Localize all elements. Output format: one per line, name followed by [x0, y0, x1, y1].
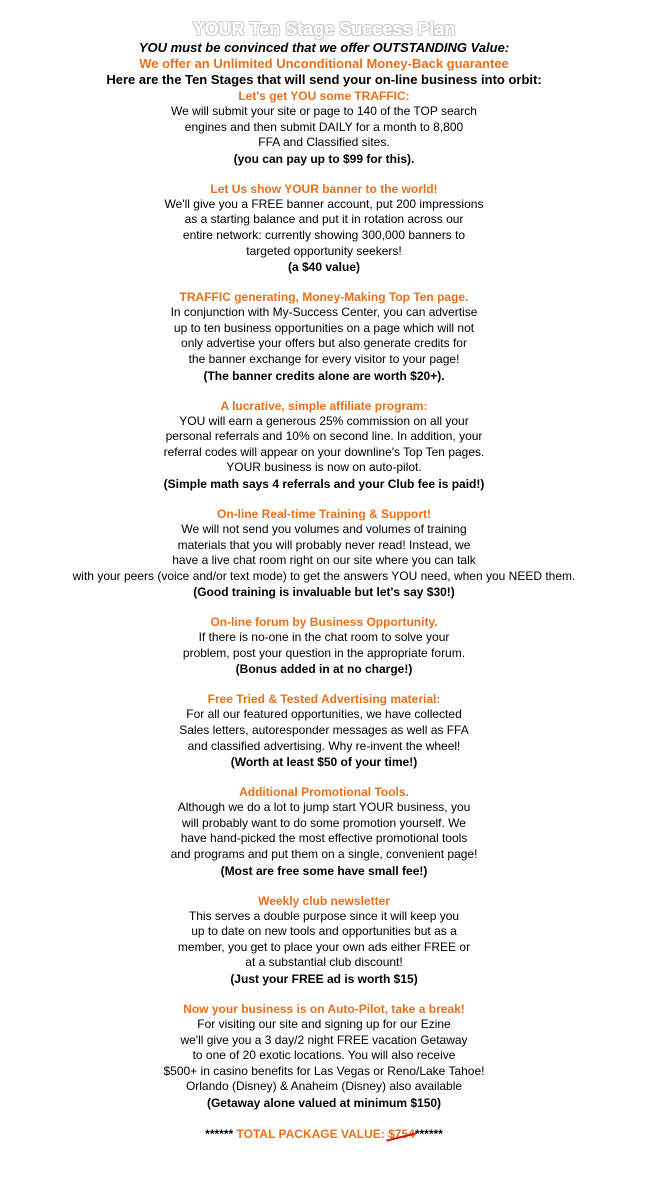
section-value: (Most are free some have small fee!): [220, 863, 428, 878]
section-line: with your peers (voice and/or text mode)…: [72, 568, 576, 583]
section-line: to one of 20 exotic locations. You will …: [192, 1048, 456, 1063]
section-line: For visiting our site and signing up for…: [197, 1017, 451, 1031]
section-line: the banner exchange for every visitor to…: [188, 351, 460, 366]
section-value: (Good training is invaluable but let's s…: [193, 585, 455, 600]
intro-line-3: Here are the Ten Stages that will send y…: [106, 72, 542, 87]
section-line: This serves a double purpose since it wi…: [188, 908, 460, 923]
section-line: $500+ in casino benefits for Las Vegas o…: [163, 1063, 485, 1078]
section-title: Additional Promotional Tools.: [239, 785, 409, 800]
section-value: (you can pay up to $99 for this).: [233, 151, 415, 166]
total-package-value: ****** TOTAL PACKAGE VALUE: $754******: [0, 1125, 648, 1143]
total-stars-left: ******: [205, 1126, 234, 1141]
section-line: will probably want to do some promotion …: [182, 815, 466, 830]
section-line: only advertise your offers but also gene…: [181, 336, 467, 351]
section-line: we'll give you a 3 day/2 night FREE vaca…: [180, 1032, 468, 1047]
section-newsletter: Weekly club newsletter This serves a dou…: [0, 893, 648, 987]
section-line: Although we do a lot to jump start YOUR …: [177, 800, 471, 815]
intro-line-2: We offer an Unlimited Unconditional Mone…: [139, 56, 509, 71]
page-title: YOUR Ten Stage Success Plan: [192, 19, 456, 39]
total-label: TOTAL PACKAGE VALUE:: [236, 1126, 385, 1141]
section-top-ten: TRAFFIC generating, Money-Making Top Ten…: [0, 289, 648, 383]
section-affiliate: A lucrative, simple affiliate program: Y…: [0, 398, 648, 492]
section-value: (Bonus added in at no charge!): [235, 662, 413, 677]
section-value: (Just your FREE ad is worth $15): [230, 972, 418, 986]
section-line: engines and then submit DAILY for a mont…: [184, 119, 464, 134]
section-line: referral codes will appear on your downl…: [163, 444, 485, 459]
section-title: Let's get YOU some TRAFFIC:: [238, 89, 410, 103]
section-training: On-line Real-time Training & Support! We…: [0, 506, 648, 600]
section-line: and classified advertising. Why re-inven…: [187, 738, 461, 753]
section-line: personal referrals and 10% on second lin…: [165, 429, 483, 444]
section-value: (Simple math says 4 referrals and your C…: [163, 476, 485, 491]
section-title: Weekly club newsletter: [258, 893, 390, 908]
section-line: member, you get to place your own ads ei…: [177, 939, 471, 954]
section-line: FFA and Classified sites.: [258, 135, 390, 150]
section-title: Let Us show YOUR banner to the world!: [210, 181, 438, 196]
section-value: (The banner credits alone are worth $20+…: [203, 368, 445, 383]
section-title: Free Tried & Tested Advertising material…: [207, 692, 441, 707]
section-title: TRAFFIC generating, Money-Making Top Ten…: [179, 290, 469, 305]
page: YOUR Ten Stage Success Plan YOU must be …: [0, 0, 648, 1143]
section-line: materials that you will probably never r…: [177, 537, 471, 552]
section-line: at a substantial club discount!: [245, 955, 403, 970]
section-line: have a live chat room right on our site …: [172, 553, 476, 568]
section-line: entire network: currently showing 300,00…: [182, 227, 466, 242]
section-line: We will not send you volumes and volumes…: [181, 521, 467, 536]
total-amount-struck: $754: [388, 1126, 415, 1141]
section-line: For all our featured opportunities, we h…: [186, 707, 462, 722]
section-value: (a $40 value): [287, 260, 361, 275]
section-line: up to date on new tools and opportunitie…: [191, 924, 457, 939]
section-line: Sales letters, autoresponder messages as…: [179, 723, 469, 738]
total-stars-right: ******: [414, 1126, 443, 1141]
section-line: as a starting balance and put it in rota…: [184, 212, 464, 227]
section-line: and programs and put them on a single, c…: [170, 847, 478, 862]
section-title: A lucrative, simple affiliate program:: [220, 398, 428, 413]
section-promotional-tools: Additional Promotional Tools. Although w…: [0, 784, 648, 878]
section-line: problem, post your question in the appro…: [182, 645, 466, 660]
section-title: On-line forum by Business Opportunity.: [210, 615, 438, 630]
section-value: (Getaway alone valued at minimum $150): [206, 1095, 442, 1110]
section-line: If there is no-one in the chat room to s…: [198, 630, 450, 645]
section-line: In conjunction with My-Success Center, y…: [170, 305, 478, 320]
intro-line-1: YOU must be convinced that we offer OUTS…: [138, 40, 510, 55]
section-title: Now your business is on Auto-Pilot, take…: [183, 1002, 465, 1016]
section-getaway: Now your business is on Auto-Pilot, take…: [0, 1001, 648, 1111]
section-title: On-line Real-time Training & Support!: [216, 506, 431, 521]
section-line: We will submit your site or page to 140 …: [171, 104, 477, 118]
section-banner: Let Us show YOUR banner to the world! We…: [0, 181, 648, 275]
section-traffic: Let's get YOU some TRAFFIC: We will subm…: [0, 88, 648, 167]
section-line: Orlando (Disney) & Anaheim (Disney) also…: [185, 1079, 463, 1094]
section-forum: On-line forum by Business Opportunity. I…: [0, 614, 648, 677]
section-value: (Worth at least $50 of your time!): [230, 755, 418, 770]
section-line: have hand-picked the most effective prom…: [180, 831, 468, 846]
section-advertising: Free Tried & Tested Advertising material…: [0, 691, 648, 770]
section-line: We'll give you a FREE banner account, pu…: [164, 196, 484, 211]
section-line: up to ten business opportunities on a pa…: [173, 320, 475, 335]
section-line: targeted opportunity seekers!: [246, 243, 402, 258]
section-line: YOU will earn a generous 25% commission …: [179, 413, 469, 428]
section-line: YOUR business is now on auto-pilot.: [226, 460, 422, 475]
